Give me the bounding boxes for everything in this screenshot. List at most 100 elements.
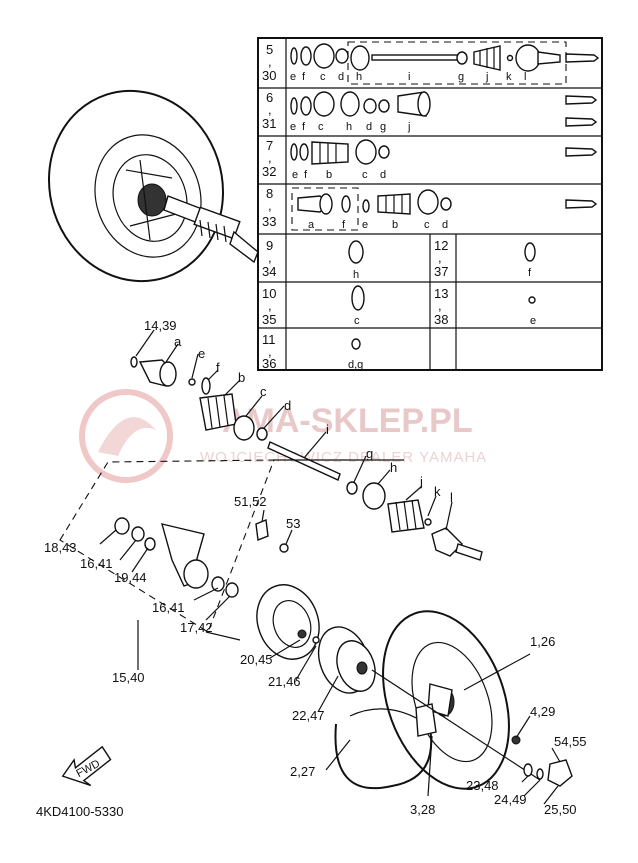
callout-54-55: 54,55 bbox=[554, 734, 587, 749]
svg-text:e: e bbox=[290, 71, 296, 83]
svg-text:g: g bbox=[380, 121, 386, 133]
svg-text:d: d bbox=[338, 71, 344, 83]
callout-3-28: 3,28 bbox=[410, 802, 435, 817]
watermark-sub: WOJCIECHOWICZ DEALER YAMAHA bbox=[200, 449, 487, 466]
callout-e: e bbox=[198, 346, 205, 361]
svg-text:6: 6 bbox=[266, 90, 273, 105]
fwd-arrow-icon: FWD bbox=[61, 745, 112, 787]
svg-text:33: 33 bbox=[262, 214, 276, 229]
callout-4-29: 4,29 bbox=[530, 704, 555, 719]
callout-2-27: 2,27 bbox=[290, 764, 315, 779]
kit-row-6-31: 6 , 31 bbox=[262, 90, 276, 131]
svg-text:35: 35 bbox=[262, 312, 276, 327]
kit-row-6-31-parts: e f c h d g j bbox=[290, 91, 598, 133]
svg-text:f: f bbox=[302, 71, 306, 83]
kit-row-11-36: 11 , 36 bbox=[262, 332, 276, 371]
svg-text:,: , bbox=[268, 102, 272, 117]
svg-text:a: a bbox=[308, 219, 315, 231]
svg-text:38: 38 bbox=[434, 312, 448, 327]
svg-text:f: f bbox=[342, 219, 346, 231]
svg-text:c: c bbox=[320, 71, 326, 83]
callout-24-49: 24,49 bbox=[494, 792, 527, 807]
callout-k: k bbox=[434, 484, 441, 499]
svg-text:36: 36 bbox=[262, 356, 276, 371]
callout-18-43: 18,43 bbox=[44, 540, 77, 555]
callout-53: 53 bbox=[286, 516, 300, 531]
svg-text:c: c bbox=[424, 219, 430, 231]
callout-labels: 14,39 a e f b c d i g h j k l 51,52 53 1… bbox=[44, 318, 587, 817]
svg-text:,: , bbox=[438, 250, 442, 265]
svg-text:e: e bbox=[362, 219, 368, 231]
callout-f: f bbox=[216, 360, 220, 375]
svg-text:d: d bbox=[442, 219, 448, 231]
watermark-logo-icon bbox=[79, 389, 173, 483]
callout-17-42: 17,42 bbox=[180, 620, 213, 635]
svg-text:i: i bbox=[408, 71, 410, 83]
svg-text:e: e bbox=[530, 315, 536, 327]
main-wheel bbox=[334, 610, 573, 790]
callout-g: g bbox=[366, 446, 373, 461]
svg-text:8: 8 bbox=[266, 186, 273, 201]
svg-text:j: j bbox=[485, 71, 488, 83]
wheel-assembly-overview bbox=[47, 89, 259, 283]
callout-21-46: 21,46 bbox=[268, 674, 301, 689]
leader-lines bbox=[99, 329, 561, 805]
callout-25-50: 25,50 bbox=[544, 802, 577, 817]
svg-text:f: f bbox=[304, 169, 308, 181]
svg-text:,: , bbox=[438, 298, 442, 313]
svg-text:9: 9 bbox=[266, 238, 273, 253]
svg-text:f: f bbox=[302, 121, 306, 133]
svg-text:c: c bbox=[362, 169, 368, 181]
callout-16-41-b: 16,41 bbox=[152, 600, 185, 615]
svg-text:d,g: d,g bbox=[348, 359, 363, 371]
kit-row-9-34: 9 , 34 bbox=[262, 238, 276, 279]
callout-c: c bbox=[260, 384, 267, 399]
kit-row-10-35: 10 , 35 bbox=[262, 286, 276, 327]
svg-text:12: 12 bbox=[434, 238, 448, 253]
svg-text:h: h bbox=[346, 121, 352, 133]
svg-text:g: g bbox=[458, 71, 464, 83]
svg-text:,: , bbox=[268, 344, 272, 359]
callout-d: d bbox=[284, 398, 291, 413]
svg-text:h: h bbox=[353, 269, 359, 281]
kit-row-12-37: 12 , 37 bbox=[434, 238, 448, 279]
kit-row-7-32: 7 , 32 bbox=[262, 138, 276, 179]
callout-14-39: 14,39 bbox=[144, 318, 177, 333]
svg-text:32: 32 bbox=[262, 164, 276, 179]
kit-row-7-32-parts: e f b c d bbox=[290, 139, 598, 181]
svg-text:c: c bbox=[354, 315, 360, 327]
kit-row-13-38: 13 , 38 bbox=[434, 286, 448, 327]
svg-text:e: e bbox=[292, 169, 298, 181]
svg-text:11: 11 bbox=[262, 332, 276, 347]
svg-text:j: j bbox=[407, 121, 410, 133]
callout-j: j bbox=[419, 474, 423, 489]
kit-row-5-30-parts: e f c d h i g j k l bbox=[290, 41, 600, 85]
watermark-logo-mark bbox=[98, 417, 156, 456]
svg-text:k: k bbox=[506, 71, 512, 83]
svg-text:37: 37 bbox=[434, 264, 448, 279]
svg-text:e: e bbox=[290, 121, 296, 133]
callout-16-41-a: 16,41 bbox=[80, 556, 113, 571]
svg-text:d: d bbox=[366, 121, 372, 133]
callout-15-40: 15,40 bbox=[112, 670, 145, 685]
document-code: 4KD4100-5330 bbox=[36, 804, 123, 819]
callout-1-26: 1,26 bbox=[530, 634, 555, 649]
svg-text:,: , bbox=[268, 54, 272, 69]
callout-b: b bbox=[238, 370, 245, 385]
svg-text:f: f bbox=[528, 267, 532, 279]
svg-text:,: , bbox=[268, 298, 272, 313]
kit-row-5-30: 5 , 30 bbox=[262, 42, 276, 83]
svg-text:,: , bbox=[268, 250, 272, 265]
callout-23-48: 23,48 bbox=[466, 778, 499, 793]
kit-table: 5 , 30 6 , 31 7 , 32 8 , 33 9 , 34 10 , … bbox=[257, 37, 603, 371]
svg-text:31: 31 bbox=[262, 116, 276, 131]
svg-text:13: 13 bbox=[434, 286, 448, 301]
drive-shaft-exploded bbox=[130, 356, 483, 561]
callout-l: l bbox=[450, 490, 453, 505]
callout-22-47: 22,47 bbox=[292, 708, 325, 723]
callout-20-45: 20,45 bbox=[240, 652, 273, 667]
svg-text:34: 34 bbox=[262, 264, 276, 279]
svg-text:b: b bbox=[326, 169, 332, 181]
svg-text:5: 5 bbox=[266, 42, 273, 57]
